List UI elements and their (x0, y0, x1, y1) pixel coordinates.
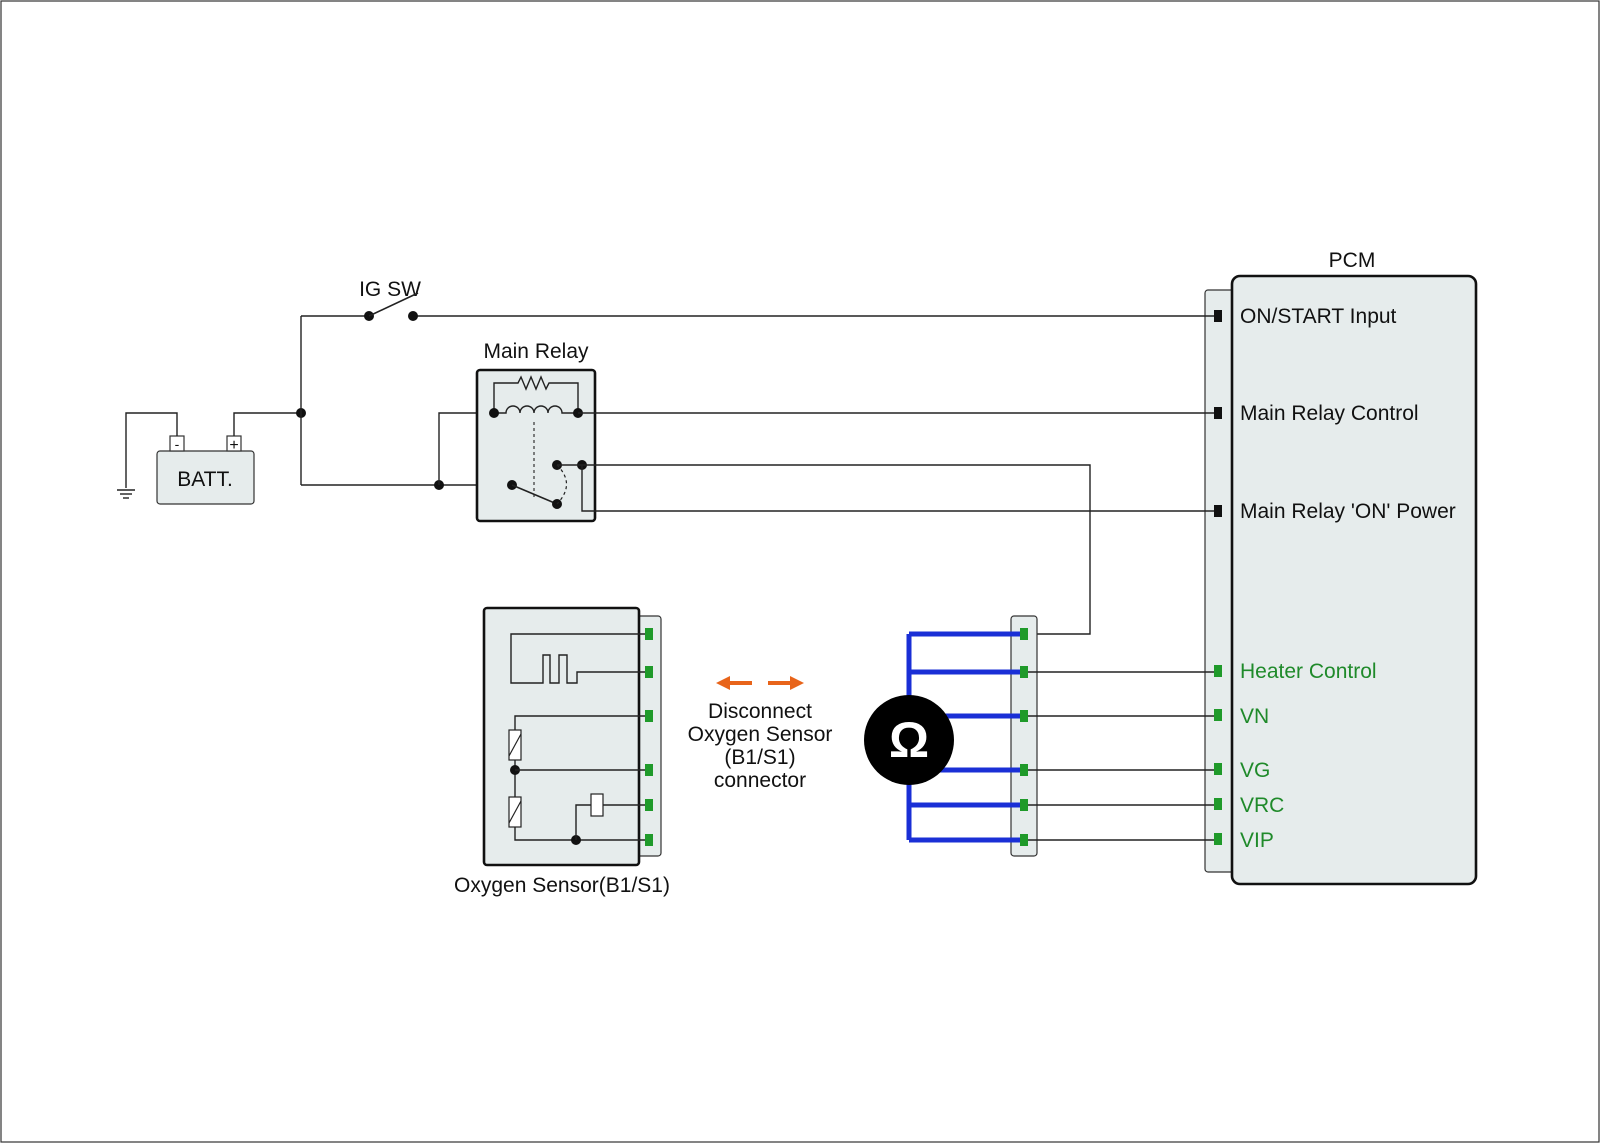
harness-pin (1020, 764, 1028, 776)
main-relay-label: Main Relay (483, 340, 589, 363)
pcm-pin-heater-control (1214, 665, 1222, 677)
ignition-switch: IG SW (359, 278, 421, 321)
pcm-pin-vg (1214, 763, 1222, 775)
harness-pin (1020, 628, 1028, 640)
pcm-pin-vn (1214, 709, 1222, 721)
pcm-connector-strip (1204, 289, 1236, 873)
pcm-pin-vrc (1214, 798, 1222, 810)
double-arrow-icon (716, 676, 804, 690)
pcm-title: PCM (1329, 249, 1376, 272)
instruction-line: Disconnect (708, 700, 812, 723)
oxygen-sensor-label: Oxygen Sensor(B1/S1) (454, 874, 670, 897)
instruction-line: (B1/S1) (724, 746, 795, 769)
pcm-block: PCM ON/START Input Main Relay Control Ma… (1204, 249, 1478, 886)
pcm-terminal-label: VN (1240, 705, 1269, 728)
main-relay-body (475, 368, 597, 523)
power-wiring (233, 315, 1214, 490)
oxygen-sensor-body (482, 606, 641, 867)
main-relay: Main Relay (475, 340, 1214, 635)
harness-pin (1020, 799, 1028, 811)
harness-pin (1020, 666, 1028, 678)
pcm-body (1230, 274, 1478, 886)
sensor-pin (645, 799, 653, 811)
pcm-terminal-label: VG (1240, 759, 1270, 782)
pcm-terminal-label: Main Relay Control (1240, 402, 1419, 425)
sensor-pin (645, 764, 653, 776)
harness-pin (1020, 834, 1028, 846)
battery-label: BATT. (177, 468, 233, 491)
sensor-pin (645, 628, 653, 640)
oxygen-sensor: Oxygen Sensor(B1/S1) (454, 606, 670, 897)
pcm-terminal-label: Heater Control (1240, 660, 1377, 683)
harness-pin (1020, 710, 1028, 722)
instruction-line: Oxygen Sensor (688, 723, 833, 746)
battery-block: BATT. - + (117, 412, 255, 505)
sensor-pin (645, 666, 653, 678)
battery-body (156, 450, 255, 505)
disconnect-instruction: Disconnect Oxygen Sensor (B1/S1) connect… (688, 676, 833, 792)
pcm-pin-on-start (1214, 310, 1222, 322)
pcm-terminal-label: Main Relay 'ON' Power (1240, 500, 1456, 523)
ohmmeter-icon: Ω (864, 695, 954, 785)
battery-plus-sign: + (229, 437, 238, 454)
sensor-pin (645, 710, 653, 722)
sensor-pin (645, 834, 653, 846)
instruction-line: connector (714, 769, 806, 792)
pcm-pin-vip (1214, 833, 1222, 845)
harness-connector (1010, 615, 1214, 857)
pcm-terminal-label: VIP (1240, 829, 1274, 852)
pcm-terminal-label: ON/START Input (1240, 305, 1397, 328)
harness-connector-body (1010, 615, 1038, 857)
battery-minus-sign: - (175, 436, 180, 452)
ohmmeter-symbol: Ω (889, 712, 929, 768)
ig-sw-label: IG SW (359, 278, 421, 301)
pcm-pin-main-relay-control (1214, 407, 1222, 419)
ground-icon (117, 489, 135, 499)
pcm-terminal-label: VRC (1240, 794, 1284, 817)
pcm-pin-main-relay-on-power (1214, 505, 1222, 517)
